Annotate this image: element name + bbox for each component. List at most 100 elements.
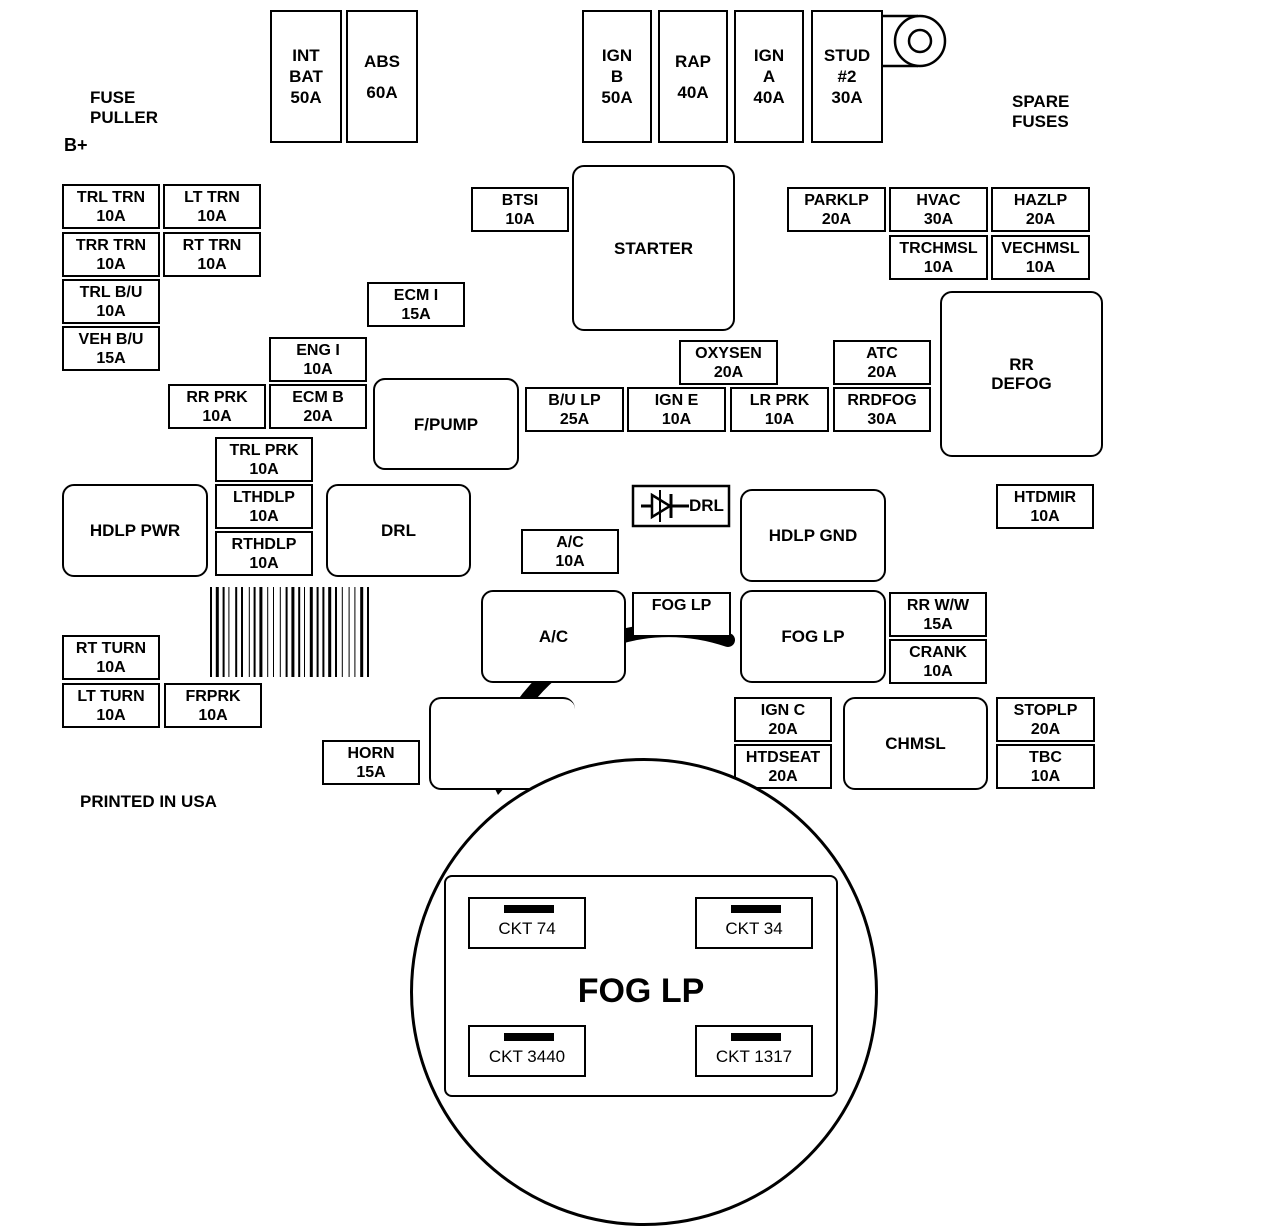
relay-unlabeled	[429, 697, 575, 790]
spare-fuses-line2: FUSES	[1012, 112, 1069, 131]
ckt-label: CKT 34	[725, 919, 783, 938]
fuse-rating: 25A	[559, 410, 590, 428]
fuse-lt-trn: LT TRN 10A	[163, 184, 261, 229]
fuse-rating: 20A	[1025, 210, 1056, 228]
fuse-rating: 20A	[713, 363, 744, 381]
fuse-rating: 20A	[1030, 720, 1061, 738]
fuse-label: HORN	[347, 744, 395, 762]
fuse-rating: 30A	[923, 210, 954, 228]
terminal-blade-icon	[731, 905, 781, 913]
fuse-rating: 40A	[677, 82, 709, 102]
fuse-rating: 15A	[923, 615, 953, 633]
relay-label: A/C	[538, 627, 569, 646]
fuse-label: RR W/W	[906, 596, 970, 614]
fuse-stud-2: STUD #2 30A	[811, 10, 883, 143]
fuse-rating: 10A	[505, 210, 535, 228]
fuse-vechmsl: VECHMSL 10A	[991, 235, 1090, 280]
fuse-bu-lp: B/U LP 25A	[525, 387, 624, 432]
fuse-rating: 10A	[197, 207, 227, 225]
ckt-label: CKT 1317	[715, 1047, 793, 1066]
relay-hdlp-pwr: HDLP PWR	[62, 484, 208, 577]
printed-in-usa-label: PRINTED IN USA	[80, 792, 217, 811]
fuse-label: ENG I	[296, 341, 340, 359]
fuse-trl-prk: TRL PRK 10A	[215, 437, 313, 482]
diode-icon	[631, 484, 731, 528]
fuse-ac: A/C 10A	[521, 529, 619, 574]
fuse-trr-trn: TRR TRN 10A	[62, 232, 160, 277]
fuse-rating: 20A	[768, 720, 798, 738]
fuse-label: PARKLP	[804, 191, 869, 209]
fuse-label: B	[610, 67, 624, 86]
fuse-horn: HORN 15A	[322, 740, 420, 785]
fuse-label: LR PRK	[749, 391, 810, 409]
fuse-rating: 15A	[96, 349, 126, 367]
relay-fog-lp: FOG LP	[740, 590, 886, 683]
spare-fuses-label: SPARE FUSES	[1012, 92, 1069, 132]
fuse-int-bat: INT BAT 50A	[270, 10, 342, 143]
fuse-rating: 15A	[356, 763, 386, 781]
fuse-label: RRDFOG	[847, 391, 917, 409]
fuse-atc: ATC 20A	[833, 340, 931, 385]
ckt-terminal-74: CKT 74	[468, 897, 586, 949]
fuse-abs: ABS 60A	[346, 10, 418, 143]
fuse-ign-a: IGN A 40A	[734, 10, 804, 143]
drl-diode-label: DRL	[689, 496, 724, 515]
fuse-rating: 10A	[96, 302, 126, 320]
fuse-oxysen: OXYSEN 20A	[679, 340, 778, 385]
fuse-label: HTDMIR	[1013, 488, 1077, 506]
fuse-trl-bu: TRL B/U 10A	[62, 279, 160, 324]
fuse-label: RT TRN	[182, 236, 242, 254]
fuse-label: TRL TRN	[76, 188, 146, 206]
ckt-label: CKT 74	[498, 919, 556, 938]
fuse-rating: 10A	[303, 360, 333, 378]
fuse-stoplp: STOPLP 20A	[996, 697, 1095, 742]
relay-label: RR	[1009, 355, 1034, 374]
fuse-label: BTSI	[501, 191, 539, 209]
fuse-label: RT TURN	[75, 639, 147, 657]
fuse-rating: 10A	[923, 258, 954, 276]
fuse-rating: 15A	[401, 305, 431, 323]
fuse-rating: 10A	[249, 507, 279, 525]
relay-label: DRL	[381, 521, 416, 540]
fuse-label: ECM I	[393, 286, 439, 304]
fuse-rating: 10A	[555, 552, 585, 570]
fuse-label: VEH B/U	[78, 330, 144, 348]
fuse-label: LT TRN	[184, 188, 240, 206]
fuse-veh-bu: VEH B/U 15A	[62, 326, 160, 371]
relay-drl: DRL	[326, 484, 471, 577]
fuse-rating: 10A	[96, 658, 126, 676]
fuse-label: STOPLP	[1013, 701, 1078, 719]
fuse-htdmir: HTDMIR 10A	[996, 484, 1094, 529]
fuse-puller-line1: FUSE	[90, 88, 136, 107]
fuse-rating: 10A	[96, 706, 126, 724]
fuse-frprk: FRPRK 10A	[164, 683, 262, 728]
ckt-label: CKT 3440	[488, 1047, 566, 1066]
terminal-blade-icon	[504, 905, 554, 913]
ckt-terminal-34: CKT 34	[695, 897, 813, 949]
fuse-label: TRL B/U	[79, 283, 143, 301]
fog-lp-detail-title: FOG LP	[577, 972, 705, 1010]
fuse-label: HAZLP	[1013, 191, 1068, 209]
fuse-label: RR PRK	[186, 388, 248, 406]
fuse-label: LTHDLP	[233, 488, 295, 506]
fuse-btsi: BTSI 10A	[471, 187, 569, 232]
fuse-label: TRCHMSL	[899, 239, 978, 257]
relay-label: FOG LP	[781, 627, 845, 646]
terminal-blade-icon	[731, 1033, 781, 1041]
fuse-rating: 10A	[96, 255, 126, 273]
fuse-puller-line2: PULLER	[90, 108, 158, 127]
fuse-rr-prk: RR PRK 10A	[168, 384, 266, 429]
fuse-trchmsl: TRCHMSL 10A	[889, 235, 988, 280]
ckt-terminal-3440: CKT 3440	[468, 1025, 586, 1077]
fuse-puller-label: FUSE PULLER	[90, 88, 158, 128]
fuse-label: ATC	[866, 344, 898, 362]
fuse-label: #2	[837, 67, 857, 86]
fuse-rating: 10A	[249, 554, 279, 572]
fuse-trl-trn: TRL TRN 10A	[62, 184, 160, 229]
fuse-hazlp: HAZLP 20A	[991, 187, 1090, 232]
fuse-rating: 50A	[290, 88, 322, 107]
fuse-label: TRL PRK	[229, 441, 299, 459]
fuse-label: CRANK	[909, 643, 967, 661]
fuse-parklp: PARKLP 20A	[787, 187, 886, 232]
fuse-rating: 10A	[96, 207, 126, 225]
